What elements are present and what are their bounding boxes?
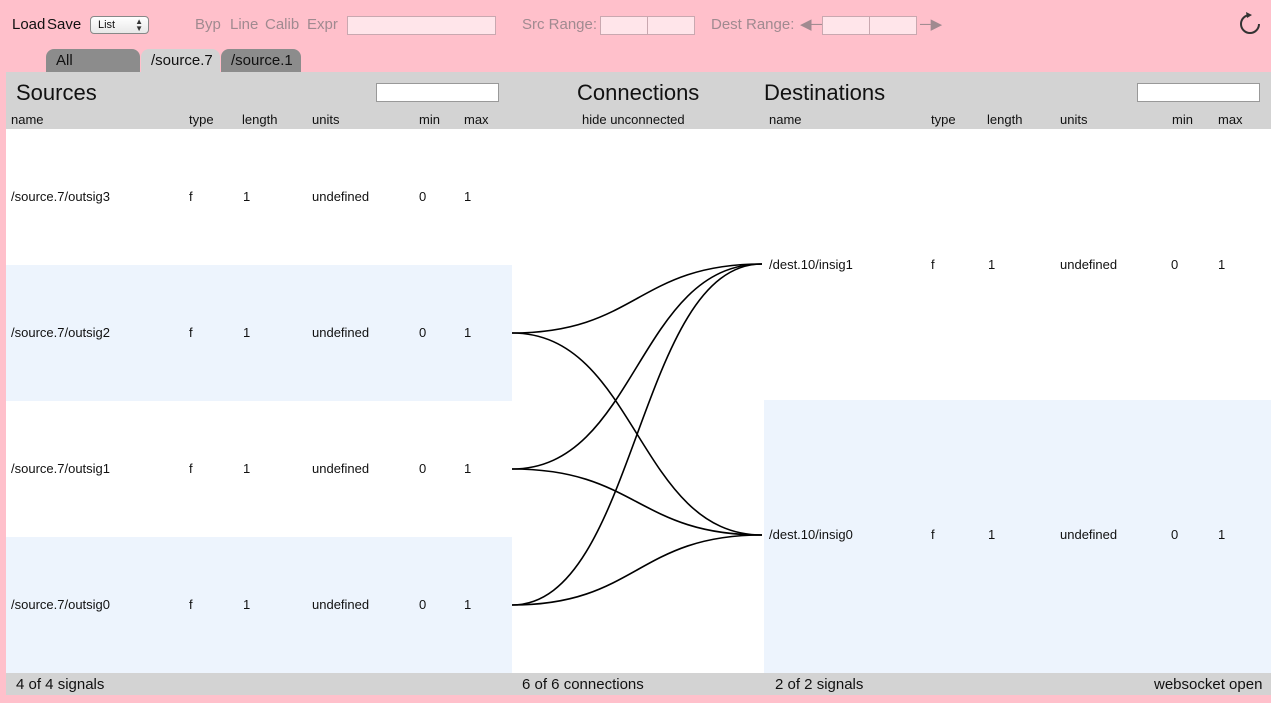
src-col-units[interactable]: units <box>312 112 340 127</box>
source-name: /source.7/outsig1 <box>11 461 111 476</box>
status-bar: 4 of 4 signals 6 of 6 connections 2 of 2… <box>6 673 1271 695</box>
expr-mode-button[interactable]: Expr <box>307 16 338 33</box>
calib-mode-button[interactable]: Calib <box>265 16 300 33</box>
arrow-right-icon[interactable]: ─▶ <box>920 16 943 33</box>
load-button[interactable]: Load <box>12 16 46 33</box>
refresh-icon[interactable] <box>1238 12 1262 36</box>
source-length: 1 <box>243 597 251 612</box>
dest-range-min-input[interactable] <box>822 16 870 35</box>
source-max: 1 <box>464 325 472 340</box>
main-panel: Sources name type length units min max C… <box>6 72 1271 673</box>
bypass-button[interactable]: Byp <box>195 16 221 33</box>
destination-min: 0 <box>1171 527 1179 542</box>
src-col-type[interactable]: type <box>189 112 214 127</box>
dest-range-label: Dest Range: <box>711 16 795 33</box>
source-row[interactable]: /source.7/outsig0 f 1 undefined 0 1 <box>6 537 512 673</box>
source-row[interactable]: /source.7/outsig2 f 1 undefined 0 1 <box>6 265 512 401</box>
source-units: undefined <box>312 325 370 340</box>
sources-title: Sources <box>16 80 97 105</box>
sources-count: 4 of 4 signals <box>16 676 105 693</box>
source-length: 1 <box>243 461 251 476</box>
destination-length: 1 <box>988 527 996 542</box>
destination-name: /dest.10/insig1 <box>769 257 853 272</box>
destinations-title: Destinations <box>764 80 886 105</box>
destinations-count: 2 of 2 signals <box>775 676 864 693</box>
select-arrows-icon: ▲▼ <box>135 17 143 33</box>
tab-all-devices[interactable]: All Devices <box>46 49 140 92</box>
source-length: 1 <box>243 325 251 340</box>
connections-canvas <box>511 263 763 606</box>
destination-max: 1 <box>1218 527 1226 542</box>
source-type: f <box>189 189 193 204</box>
destination-units: undefined <box>1060 527 1118 542</box>
source-max: 1 <box>464 189 472 204</box>
hide-unconnected-toggle[interactable]: hide unconnected <box>582 112 685 127</box>
destination-row[interactable]: /dest.10/insig1 f 1 undefined 0 1 <box>764 129 1271 400</box>
source-max: 1 <box>464 597 472 612</box>
dst-col-name[interactable]: name <box>769 112 802 127</box>
view-mode-value: List <box>98 19 116 31</box>
destination-type: f <box>931 257 935 272</box>
connection-line[interactable] <box>511 263 763 334</box>
expression-input[interactable] <box>347 16 496 35</box>
source-min: 0 <box>419 597 427 612</box>
arrow-left-icon[interactable]: ◀─ <box>800 16 823 33</box>
tab-source-7[interactable]: /source.7 <box>141 49 220 72</box>
connection-line[interactable] <box>511 534 763 606</box>
view-mode-select[interactable]: List ▲▼ <box>90 16 149 34</box>
connection-line[interactable] <box>511 263 763 606</box>
connections-title: Connections <box>577 80 700 105</box>
connection-line[interactable] <box>511 263 763 470</box>
destination-units: undefined <box>1060 257 1118 272</box>
connections-count: 6 of 6 connections <box>522 676 644 693</box>
destination-row-highlight <box>764 400 1271 673</box>
source-units: undefined <box>312 597 370 612</box>
src-col-name[interactable]: name <box>11 112 44 127</box>
destination-type: f <box>931 527 935 542</box>
source-row[interactable]: /source.7/outsig1 f 1 undefined 0 1 <box>6 401 512 537</box>
destination-row[interactable]: /dest.10/insig0 f 1 undefined 0 1 <box>764 400 1271 673</box>
src-col-min[interactable]: min <box>419 112 440 127</box>
source-name: /source.7/outsig2 <box>11 325 111 340</box>
toolbar: Load Save List ▲▼ Byp Line Calib Expr Sr… <box>0 0 1271 48</box>
dest-range-max-input[interactable] <box>869 16 917 35</box>
dst-col-min[interactable]: min <box>1172 112 1193 127</box>
source-min: 0 <box>419 461 427 476</box>
source-type: f <box>189 597 193 612</box>
dst-col-length[interactable]: length <box>987 112 1023 127</box>
destinations-search-input[interactable] <box>1137 83 1260 102</box>
line-mode-button[interactable]: Line <box>230 16 259 33</box>
destination-length: 1 <box>988 257 996 272</box>
source-name: /source.7/outsig0 <box>11 597 111 612</box>
dst-col-max[interactable]: max <box>1218 112 1243 127</box>
source-min: 0 <box>419 325 427 340</box>
source-type: f <box>189 325 193 340</box>
destination-min: 0 <box>1171 257 1179 272</box>
src-range-min-input[interactable] <box>600 16 648 35</box>
connection-line[interactable] <box>511 468 763 536</box>
dst-col-units[interactable]: units <box>1060 112 1088 127</box>
tab-source-1[interactable]: /source.1 <box>221 49 301 72</box>
panel-header: Sources name type length units min max C… <box>6 72 1271 129</box>
websocket-status: websocket open <box>1154 676 1263 693</box>
source-row[interactable]: /source.7/outsig3 f 1 undefined 0 1 <box>6 129 512 265</box>
src-range-max-input[interactable] <box>647 16 695 35</box>
source-max: 1 <box>464 461 472 476</box>
source-units: undefined <box>312 189 370 204</box>
save-button[interactable]: Save <box>47 16 82 33</box>
source-length: 1 <box>243 189 251 204</box>
destination-max: 1 <box>1218 257 1226 272</box>
src-col-length[interactable]: length <box>242 112 278 127</box>
source-units: undefined <box>312 461 370 476</box>
source-name: /source.7/outsig3 <box>11 189 111 204</box>
src-col-max[interactable]: max <box>464 112 489 127</box>
sources-search-input[interactable] <box>376 83 499 102</box>
destination-name: /dest.10/insig0 <box>769 527 853 542</box>
source-type: f <box>189 461 193 476</box>
src-range-label: Src Range: <box>522 16 598 33</box>
dst-col-type[interactable]: type <box>931 112 956 127</box>
source-min: 0 <box>419 189 427 204</box>
